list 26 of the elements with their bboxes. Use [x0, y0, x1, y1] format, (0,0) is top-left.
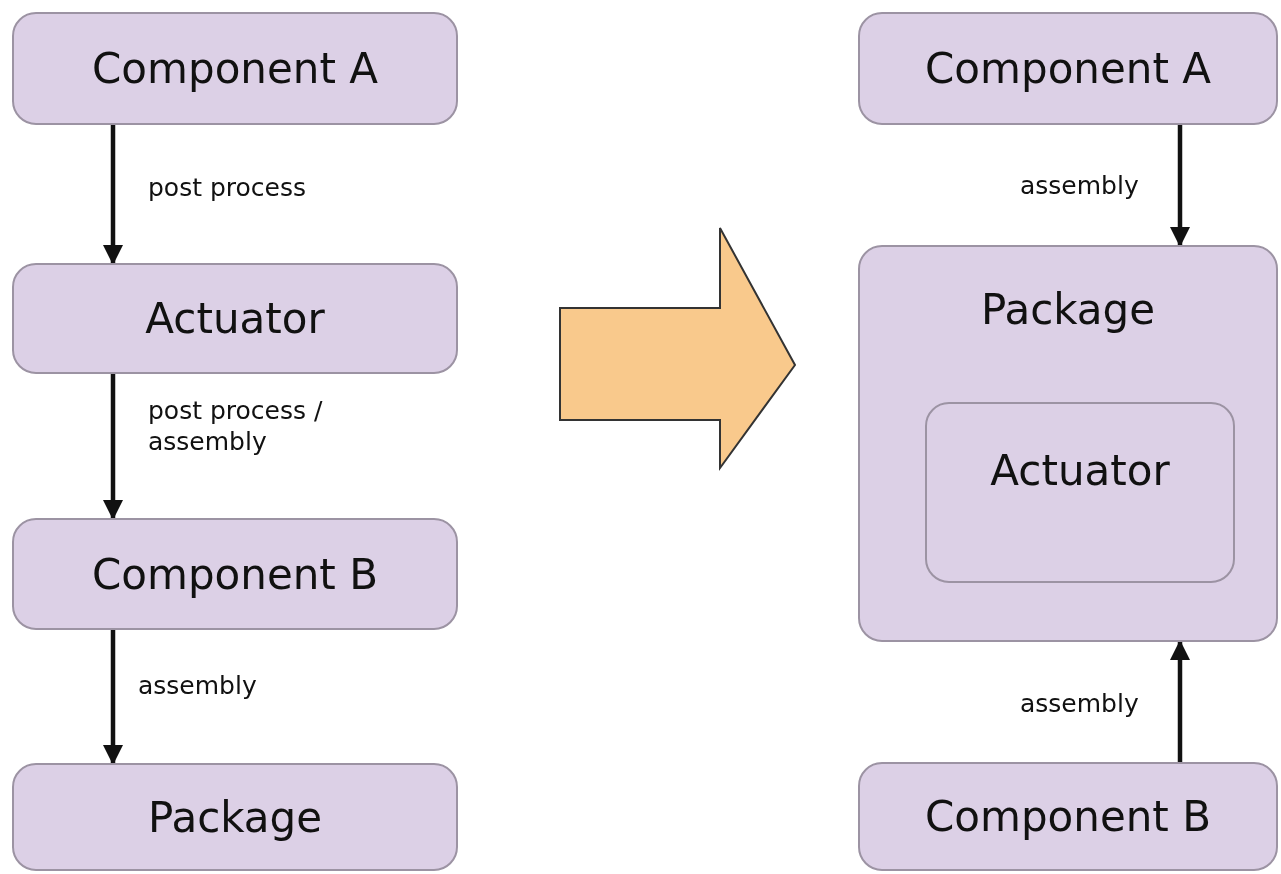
- arrow: [102, 374, 124, 521]
- process-box: [858, 12, 1278, 125]
- arrow: [102, 630, 124, 766]
- edge-label: assembly: [1020, 170, 1139, 202]
- edge-label: post process / assembly: [148, 395, 324, 458]
- edge-label: assembly: [1020, 688, 1139, 720]
- process-box: [12, 763, 458, 871]
- edge-label: post process: [148, 172, 306, 204]
- nested-box: [925, 402, 1235, 583]
- box-label: Component A: [925, 44, 1211, 93]
- box-label: Component B: [92, 549, 378, 599]
- arrow: [102, 125, 124, 265]
- edge-label: assembly: [138, 670, 257, 702]
- box-label: Component B: [925, 792, 1211, 841]
- process-box: [12, 518, 458, 630]
- box-label: Package: [980, 285, 1156, 334]
- process-box: [858, 245, 1278, 642]
- process-box: [12, 12, 458, 125]
- process-box: [12, 263, 458, 374]
- box-label: Package: [147, 792, 323, 842]
- box-label: Actuator: [990, 446, 1170, 495]
- box-label: Component A: [92, 44, 378, 93]
- process-box: [858, 762, 1278, 871]
- box-label: Actuator: [145, 294, 325, 343]
- arrow: [1169, 125, 1191, 248]
- arrow: [1169, 640, 1191, 762]
